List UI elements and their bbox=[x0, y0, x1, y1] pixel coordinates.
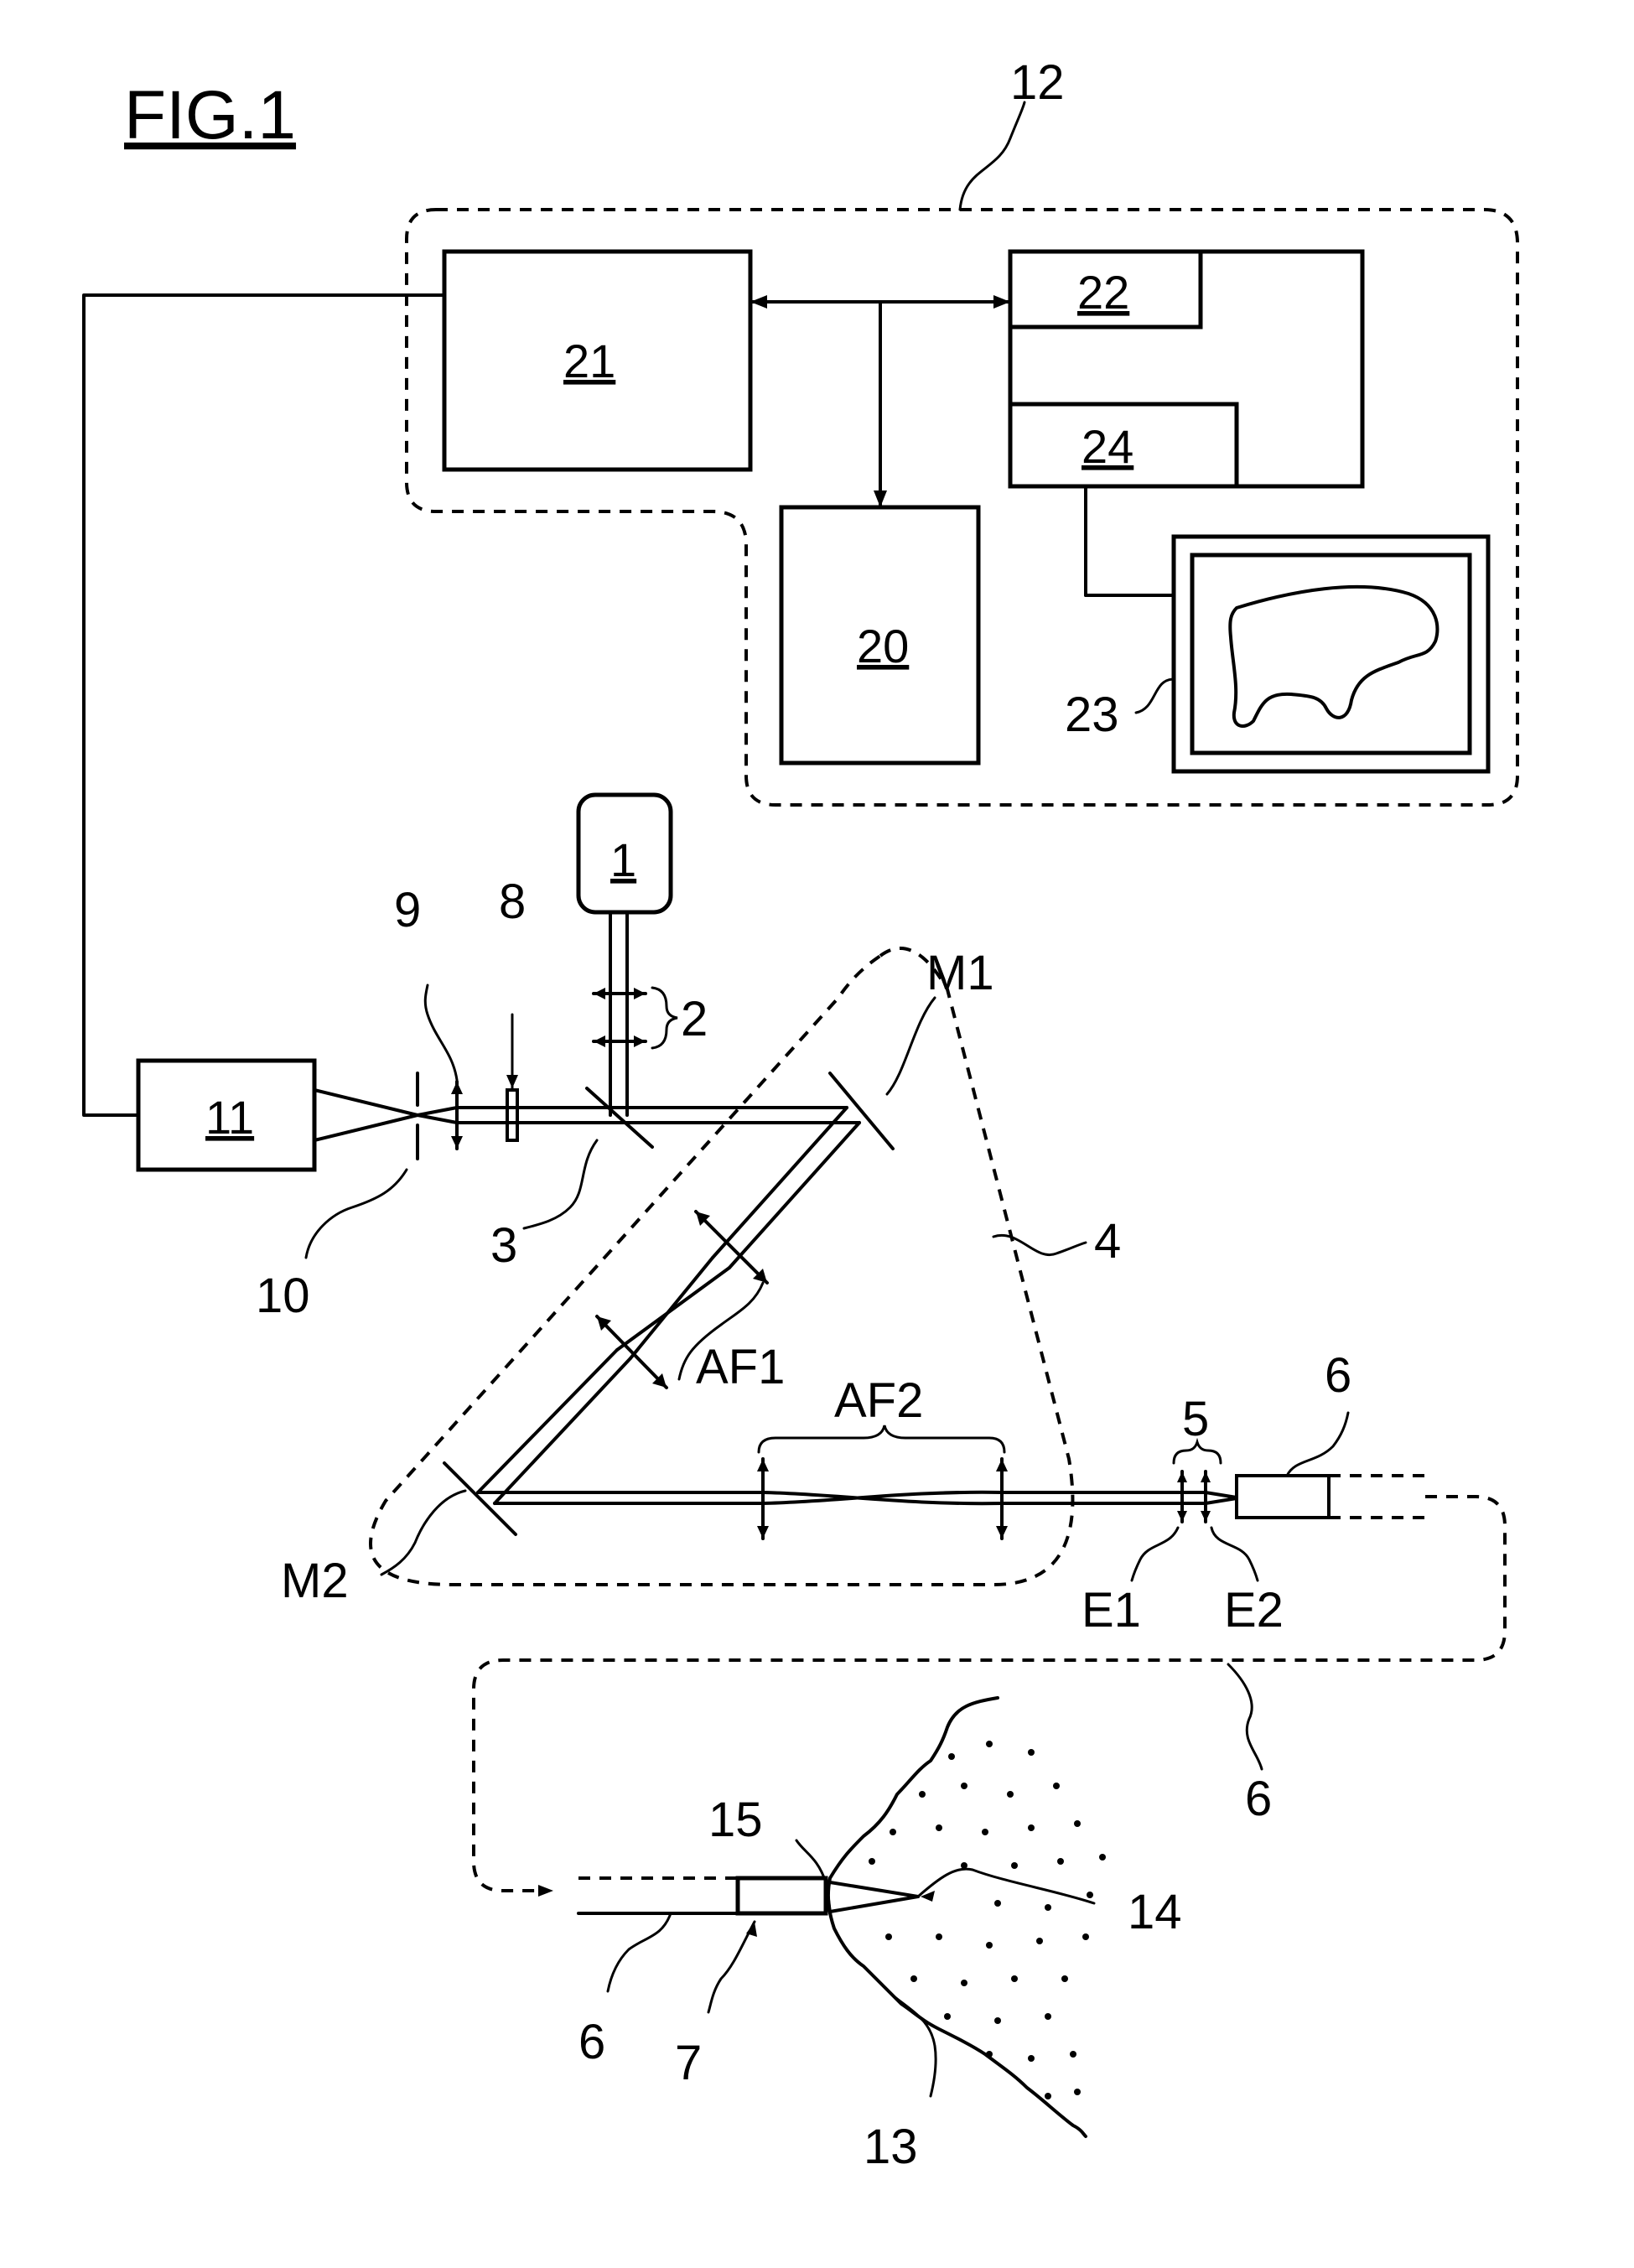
tissue-13-dots bbox=[869, 1741, 1106, 2099]
lens-2a-arrow-left bbox=[594, 988, 605, 999]
mirror-m2 bbox=[444, 1463, 516, 1534]
focus-14-leader bbox=[918, 1869, 1094, 1903]
label-6a: 6 bbox=[1325, 1348, 1351, 1403]
probe-7-leader bbox=[708, 1922, 755, 2012]
mirror-m2-leader bbox=[381, 1491, 465, 1575]
diag-beam-b2 bbox=[495, 1358, 630, 1503]
converge-top bbox=[1206, 1492, 1237, 1497]
label-14: 14 bbox=[1128, 1885, 1182, 1939]
beam-cone-top bbox=[314, 1090, 418, 1115]
label-af1: AF1 bbox=[696, 1340, 785, 1394]
system-12-leader bbox=[960, 102, 1024, 210]
arrowhead-20 bbox=[874, 490, 887, 507]
fiber-6a-leader bbox=[1287, 1413, 1348, 1476]
label-15: 15 bbox=[708, 1793, 763, 1847]
label-2: 2 bbox=[681, 992, 708, 1046]
label-6b: 6 bbox=[1245, 1772, 1272, 1826]
monitor-image-shape bbox=[1230, 587, 1437, 726]
label-e1: E1 bbox=[1082, 1583, 1141, 1637]
probe-7 bbox=[738, 1878, 826, 1913]
label-m2: M2 bbox=[281, 1554, 349, 1608]
monitor-23-leader bbox=[1136, 679, 1174, 713]
lens-9-arrow-top bbox=[451, 1082, 463, 1094]
fiber-6b-leader bbox=[1228, 1664, 1262, 1769]
diag-beam-cross-b bbox=[617, 1268, 729, 1350]
label-20: 20 bbox=[857, 620, 909, 672]
fiber-6c-leader bbox=[608, 1913, 671, 1991]
cone-top bbox=[830, 1882, 918, 1897]
converge-bottom bbox=[1206, 1498, 1237, 1503]
lens-e1-leader bbox=[1132, 1528, 1178, 1580]
lens-2-brace bbox=[652, 988, 677, 1048]
af2-left-arrow-bottom bbox=[757, 1526, 769, 1539]
lens-e1-arrow-top bbox=[1177, 1471, 1187, 1482]
monitor-23-outer bbox=[1174, 537, 1488, 771]
mirror-m1-leader bbox=[887, 998, 935, 1094]
pinhole-10-leader bbox=[306, 1170, 407, 1258]
beam-splitter-3 bbox=[587, 1088, 652, 1147]
lens-e1-arrow-bottom bbox=[1177, 1511, 1187, 1522]
lens-9-arrow-bottom bbox=[451, 1136, 463, 1149]
label-7: 7 bbox=[675, 2036, 702, 2090]
label-m1: M1 bbox=[926, 946, 994, 1000]
label-13: 13 bbox=[864, 2120, 918, 2174]
beam-diverge-top bbox=[418, 1108, 457, 1115]
label-11: 11 bbox=[205, 1091, 254, 1144]
mirror-m1 bbox=[830, 1073, 893, 1149]
filter-8-arrow bbox=[506, 1075, 518, 1088]
arrowhead-21 bbox=[750, 295, 767, 309]
label-12: 12 bbox=[1010, 55, 1065, 110]
diag-beam-b1 bbox=[729, 1123, 859, 1268]
block-22-24 bbox=[1010, 252, 1362, 486]
beam-cone-bottom bbox=[314, 1115, 418, 1140]
diag-beam-a2 bbox=[478, 1350, 617, 1492]
tissue-13-leader bbox=[893, 1996, 936, 2096]
label-10: 10 bbox=[256, 1269, 310, 1323]
scanner-4-outline bbox=[371, 948, 1072, 1585]
fiber-6-loop bbox=[474, 1497, 1505, 1891]
lens-e2-arrow-top bbox=[1201, 1471, 1211, 1482]
fiber-6-connector bbox=[1237, 1476, 1329, 1518]
af2-right-arrow-top bbox=[996, 1459, 1008, 1471]
beam-diverge-bottom bbox=[418, 1115, 457, 1123]
label-22: 22 bbox=[1077, 266, 1129, 319]
label-5: 5 bbox=[1182, 1392, 1209, 1446]
filter-8 bbox=[507, 1090, 517, 1140]
lens-e2-leader bbox=[1211, 1528, 1258, 1580]
scanner-4-leader bbox=[993, 1235, 1086, 1254]
cone-bottom bbox=[830, 1897, 918, 1912]
lens-2b-arrow-right bbox=[634, 1035, 646, 1047]
label-af2: AF2 bbox=[834, 1373, 923, 1428]
label-9: 9 bbox=[394, 883, 421, 937]
arrowhead-22 bbox=[993, 295, 1010, 309]
label-6c: 6 bbox=[578, 2015, 605, 2069]
label-21: 21 bbox=[563, 335, 615, 387]
label-e2: E2 bbox=[1224, 1583, 1284, 1637]
label-23: 23 bbox=[1065, 688, 1119, 742]
splitter-3-leader bbox=[524, 1140, 597, 1228]
label-4: 4 bbox=[1094, 1214, 1121, 1269]
lens-2b-arrow-left bbox=[594, 1035, 605, 1047]
af2-left-arrow-top bbox=[757, 1459, 769, 1471]
af2-brace bbox=[759, 1425, 1004, 1452]
figure-title: FIG.1 bbox=[124, 77, 296, 153]
tissue-13-edge bbox=[828, 1698, 1086, 2136]
af1-lens-upper bbox=[696, 1212, 767, 1283]
label-24: 24 bbox=[1082, 420, 1133, 473]
lens-2a-arrow-right bbox=[634, 988, 646, 999]
lens-9-leader bbox=[425, 985, 457, 1080]
fiber-6-arrowhead bbox=[538, 1885, 553, 1897]
wire-21-to-11 bbox=[84, 295, 444, 1115]
label-8: 8 bbox=[499, 875, 526, 929]
label-3: 3 bbox=[490, 1218, 517, 1273]
af2-right-arrow-bottom bbox=[996, 1526, 1008, 1539]
lens-e2-arrow-bottom bbox=[1201, 1511, 1211, 1522]
diag-beam-a1 bbox=[713, 1108, 847, 1258]
label-1: 1 bbox=[610, 833, 636, 886]
